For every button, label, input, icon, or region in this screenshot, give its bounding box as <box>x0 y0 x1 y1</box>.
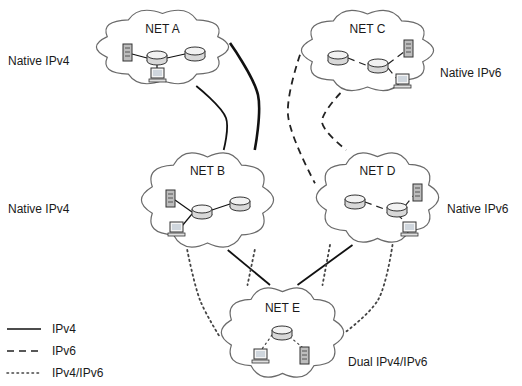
server-icon <box>300 347 309 364</box>
network-link <box>230 43 259 150</box>
pc-icon <box>252 349 269 363</box>
network-link <box>248 250 255 285</box>
cloud-outline <box>220 285 345 380</box>
router-icon <box>272 326 292 340</box>
legend-row: IPv6 <box>6 340 103 362</box>
legend-line <box>7 328 41 330</box>
cloud-path <box>316 153 438 242</box>
network-devices <box>345 184 422 236</box>
network-cloud: NET CNative IPv6 <box>300 8 435 93</box>
legend-text: IPv4 <box>52 322 76 336</box>
router-icon <box>230 197 250 211</box>
server-icon <box>166 190 175 207</box>
network-devices <box>328 40 413 88</box>
network-devices <box>123 44 205 82</box>
cloud-path <box>96 10 228 83</box>
network-name: NET B <box>190 164 225 178</box>
network-type-slot: Native IPv6 <box>447 202 508 216</box>
network-cloud: NET EDual IPv4/IPv6 <box>220 285 345 380</box>
device-wire <box>388 52 404 64</box>
network-name-slot: NET C <box>350 22 386 36</box>
network-link <box>196 86 227 150</box>
legend: IPv4IPv6IPv4/IPv6 <box>6 318 103 384</box>
cloud-path <box>221 288 343 377</box>
legend-sample <box>6 324 42 334</box>
device-wire <box>262 335 272 349</box>
network-type-slot: Dual IPv4/IPv6 <box>348 355 427 369</box>
network-type-slot: Native IPv4 <box>8 202 69 216</box>
device-wire <box>212 204 230 210</box>
network-type-label: Native IPv6 <box>440 66 501 80</box>
network-name: NET A <box>145 22 179 36</box>
pc-icon <box>394 74 411 88</box>
legend-sample <box>6 368 42 378</box>
network-devices <box>166 190 250 236</box>
network-type-label: Dual IPv4/IPv6 <box>348 355 427 369</box>
device-wire <box>365 202 387 210</box>
router-icon <box>368 59 388 73</box>
network-type-slot: Native IPv6 <box>440 66 501 80</box>
network-type-label: Native IPv4 <box>8 202 69 216</box>
legend-text: IPv4/IPv6 <box>52 366 103 380</box>
server-icon <box>404 40 413 57</box>
device-wire <box>405 196 413 206</box>
network-link <box>323 245 331 285</box>
device-wire <box>348 58 368 66</box>
network-link <box>322 93 346 150</box>
network-link <box>288 55 315 184</box>
pc-icon <box>149 68 166 82</box>
network-type-label: Native IPv6 <box>447 202 508 216</box>
cloud-outline <box>300 8 435 93</box>
network-type-slot: Native IPv4 <box>8 54 69 68</box>
network-cloud: NET DNative IPv6 <box>315 150 440 245</box>
router-icon <box>185 47 205 61</box>
network-link <box>298 245 353 285</box>
server-icon <box>123 44 132 61</box>
network-name-slot: NET D <box>360 164 396 178</box>
network-name: NET C <box>350 22 386 36</box>
network-name-slot: NET A <box>145 22 179 36</box>
router-icon <box>345 195 365 209</box>
cloud-outline <box>95 8 230 86</box>
router-icon <box>328 51 348 65</box>
pc-icon <box>401 222 418 236</box>
legend-sample <box>6 346 42 356</box>
network-link <box>228 250 270 285</box>
router-icon <box>192 205 212 219</box>
network-name-slot: NET E <box>265 301 300 315</box>
legend-row: IPv4/IPv6 <box>6 362 103 384</box>
router-icon <box>387 203 407 217</box>
network-link <box>187 250 220 337</box>
legend-row: IPv4 <box>6 318 103 340</box>
pc-icon <box>168 222 185 236</box>
router-icon <box>147 51 167 65</box>
network-cloud: NET BNative IPv4 <box>140 150 275 250</box>
legend-line <box>7 372 41 374</box>
cloud-path <box>141 153 273 247</box>
network-type-label: Native IPv4 <box>8 54 69 68</box>
legend-text: IPv6 <box>52 344 76 358</box>
network-cloud: NET ANative IPv4 <box>95 8 230 86</box>
device-wire <box>388 68 396 78</box>
network-name: NET D <box>360 164 396 178</box>
device-wire <box>167 54 185 58</box>
network-name: NET E <box>265 301 300 315</box>
device-wire <box>175 200 192 212</box>
network-name-slot: NET B <box>190 164 225 178</box>
legend-line <box>7 350 41 352</box>
device-wire <box>132 54 147 58</box>
network-devices <box>252 326 309 364</box>
network-link <box>345 245 393 333</box>
device-wire <box>290 337 302 347</box>
cloud-path <box>301 10 433 90</box>
server-icon <box>413 184 422 201</box>
